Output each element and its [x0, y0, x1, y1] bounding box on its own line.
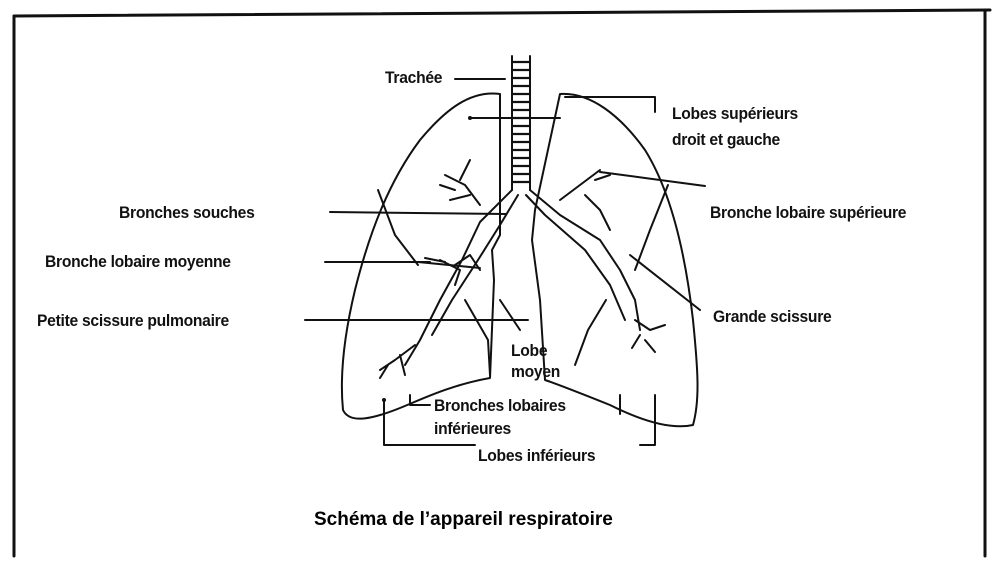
trachea-rings	[512, 62, 530, 182]
trachea	[512, 56, 530, 190]
label-upper-lobar-bronchus: Bronche lobaire supérieure	[710, 203, 906, 223]
middle-lobe-line	[500, 300, 520, 330]
label-great-fissure: Grande scissure	[713, 307, 831, 327]
middle-lobe-boundary	[465, 300, 490, 375]
leader-main-bronchi	[330, 212, 506, 214]
right-upper-branches	[440, 160, 480, 205]
left-main-bronchus	[530, 190, 640, 330]
label-lower-lobar-bronchi: Bronches lobaires	[434, 396, 566, 416]
left-lower-fissure	[575, 300, 606, 365]
right-lower-branches	[380, 345, 415, 378]
leader-upper-lobes-right	[565, 97, 655, 112]
label-main-bronchi: Bronches souches	[119, 203, 255, 223]
left-oblique-fissure	[635, 185, 668, 270]
figure-title: Schéma de l’appareil respiratoire	[314, 509, 613, 531]
leader-great-fissure	[630, 255, 700, 310]
label-lobe: Lobe	[511, 341, 547, 361]
label-upper-lobes: Lobes supérieurs	[672, 104, 798, 124]
frame-top	[14, 10, 990, 16]
pointer-dot	[382, 398, 386, 402]
label-trachea: Trachée	[385, 68, 442, 88]
label-middle-lobar-bronchus: Bronche lobaire moyenne	[45, 252, 231, 272]
left-lower-branches	[632, 320, 665, 352]
left-upper-branches	[560, 170, 610, 230]
label-middle: moyen	[511, 362, 560, 382]
label-right-left: droit et gauche	[672, 130, 780, 150]
label-lower-lobes: Lobes inférieurs	[478, 446, 595, 466]
label-lower: inférieures	[434, 419, 511, 439]
pointer-dot	[468, 116, 472, 120]
right-lung-outline	[342, 93, 500, 418]
leader-left-upper-bronchus	[600, 172, 705, 186]
label-small-fissure: Petite scissure pulmonaire	[37, 311, 229, 331]
